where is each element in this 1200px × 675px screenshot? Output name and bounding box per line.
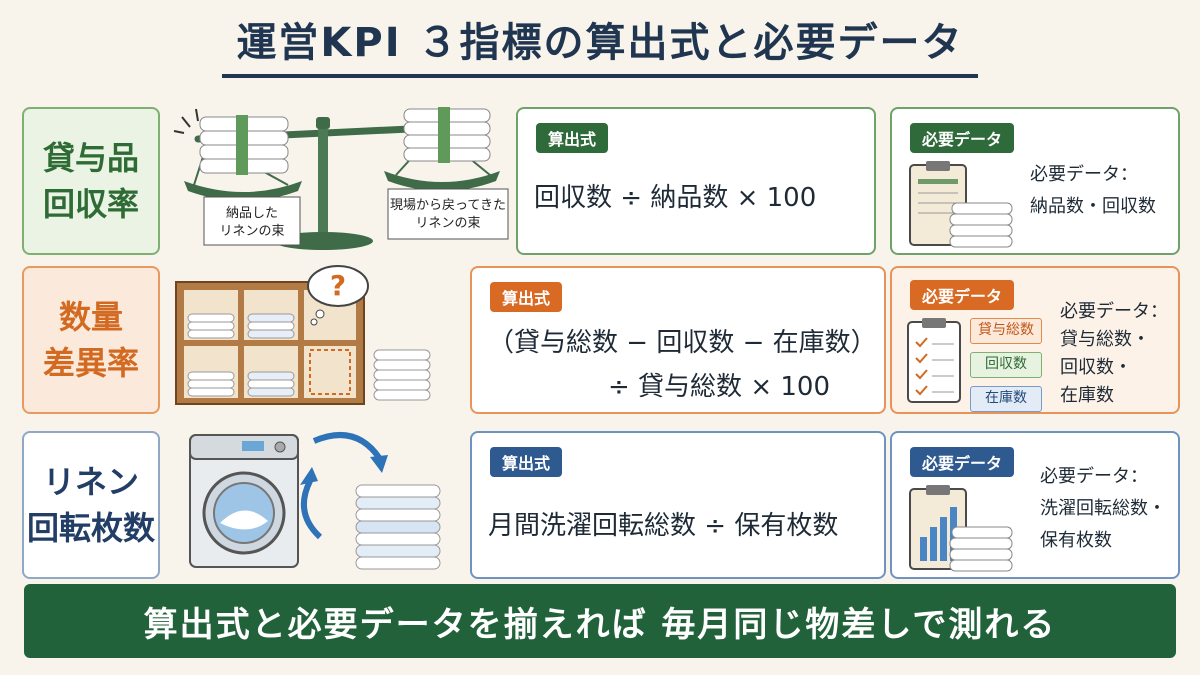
kpi-label-line: 回転枚数 (26, 509, 155, 547)
footer-banner: 算出式と必要データを揃えれば 毎月同じ物差しで測れる (24, 584, 1176, 658)
formula-box: 算出式 （貸与総数 − 回収数 − 在庫数） ÷ 貸与総数 × 100 (470, 266, 886, 414)
formula-text: （貸与総数 − 回収数 − 在庫数） (488, 328, 877, 358)
left-caption-line2: リネンの束 (219, 224, 284, 239)
data-chip: 回収数 (970, 352, 1042, 378)
kpi-row-quantity-variance: 数量 差異率 ? 算出式 （貸与総数 − 回収数 − 在 (22, 262, 1180, 414)
clipboard-icon (909, 161, 1013, 248)
washing-machine-illustration (189, 432, 441, 570)
title-wrap: 運営KPI ３指標の算出式と必要データ (0, 10, 1200, 78)
checklist-icon (907, 318, 961, 403)
kpi-row-collection-rate: 貸与品 回収率 納品した リネンの束 (22, 103, 1180, 255)
linen-stack-icon (355, 484, 441, 570)
linen-stack-icon (403, 107, 491, 163)
clipboard-chart-icon (909, 485, 1013, 572)
data-text-line: 貸与総数・ (1060, 329, 1150, 350)
linen-stack-icon (199, 115, 289, 175)
formula-tag: 算出式 (490, 282, 563, 312)
data-text-line: 必要データ： (1060, 301, 1168, 322)
rotation-arrows-icon (301, 432, 383, 540)
data-text-line: 必要データ： (1040, 466, 1148, 487)
sparkle-icon (173, 108, 199, 134)
data-box: 必要データ 必要データ： 洗濯回転総数・ 保有枚数 (890, 431, 1180, 579)
washing-machine-icon (189, 434, 299, 568)
linen-stack-icon (187, 313, 295, 397)
data-text-line: 保有枚数 (1040, 530, 1112, 551)
kpi-label-collection-rate: 貸与品 回収率 (22, 107, 160, 255)
data-tag: 必要データ (910, 447, 1015, 477)
shelf-illustration: ? (175, 265, 431, 405)
question-mark: ? (330, 269, 346, 302)
kpi-label-linen-turnover: リネン 回転枚数 (22, 431, 160, 579)
data-text-line: 洗濯回転総数・ (1040, 498, 1166, 519)
thought-cloud-icon: ? (307, 265, 369, 326)
data-chip: 貸与総数 (970, 318, 1042, 344)
data-text-line: 在庫数 (1060, 385, 1114, 406)
data-text-line: 納品数・回収数 (1030, 196, 1156, 217)
data-tag: 必要データ (910, 123, 1015, 153)
formula-text: 回収数 ÷ 納品数 × 100 (534, 183, 817, 213)
data-chip: 在庫数 (970, 386, 1042, 412)
data-text-line: 必要データ： (1030, 164, 1138, 185)
kpi-row-linen-turnover: リネン 回転枚数 算出式 月間洗濯回転総数 (22, 427, 1180, 579)
data-text-line: 回収数・ (1060, 357, 1132, 378)
kpi-label-line: 回収率 (42, 185, 139, 223)
formula-box: 算出式 回収数 ÷ 納品数 × 100 (516, 107, 876, 255)
data-tag: 必要データ (910, 280, 1015, 310)
formula-tag: 算出式 (536, 123, 609, 153)
data-box: 必要データ 貸与総数 回収数 在庫数 必要データ： 貸与総数・ 回収数・ 在庫数 (890, 266, 1180, 414)
kpi-label-quantity-variance: 数量 差異率 (22, 266, 160, 414)
left-caption-line1: 納品した (226, 206, 278, 221)
right-caption-line1: 現場から戻ってきた (390, 198, 506, 213)
kpi-label-line: 差異率 (42, 344, 139, 382)
balance-scale-illustration: 納品した リネンの束 現場から戻ってきた リネンの束 (173, 107, 509, 250)
kpi-label-line: 貸与品 (42, 139, 139, 177)
formula-tag: 算出式 (490, 447, 563, 477)
formula-text: ÷ 貸与総数 × 100 (608, 372, 830, 402)
kpi-label-line: リネン (42, 463, 139, 501)
linen-stack-icon (373, 349, 431, 401)
formula-box: 算出式 月間洗濯回転総数 ÷ 保有枚数 (470, 431, 886, 579)
formula-text: 月間洗濯回転総数 ÷ 保有枚数 (488, 511, 839, 541)
right-caption-line2: リネンの束 (415, 216, 480, 231)
data-box: 必要データ 必要データ： 納品数・回収数 (890, 107, 1180, 255)
page-title: 運営KPI ３指標の算出式と必要データ (222, 10, 978, 78)
kpi-label-line: 数量 (58, 298, 123, 336)
